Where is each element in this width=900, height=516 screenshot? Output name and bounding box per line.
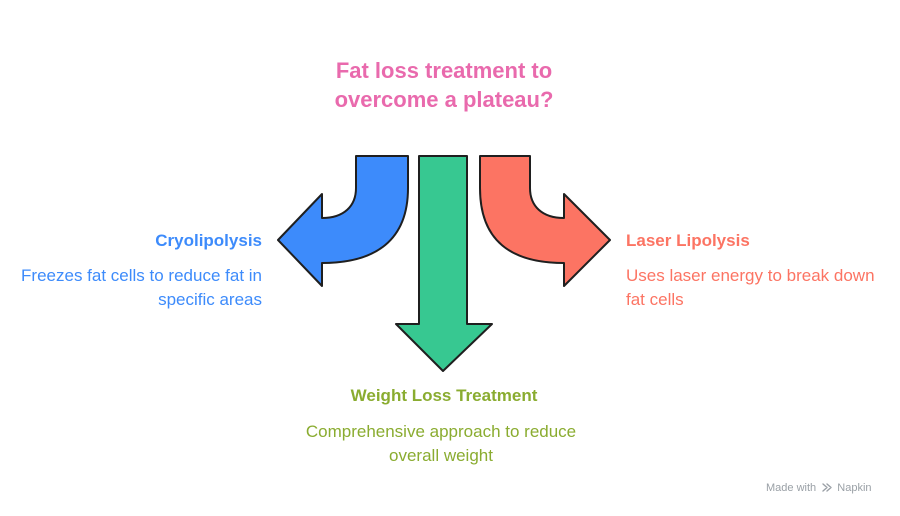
laser-lipolysis-heading: Laser Lipolysis [626, 231, 750, 250]
napkin-logo-icon [822, 483, 832, 492]
diagram-title: Fat loss treatment to overcome a plateau… [334, 58, 554, 112]
laser-lipolysis-description: Uses laser energy to break down fat cell… [626, 266, 875, 309]
cryolipolysis-heading: Cryolipolysis [155, 231, 262, 250]
footer-brand: Napkin [837, 482, 872, 494]
weight-loss-description: Comprehensive approach to reduce overall… [305, 422, 577, 465]
cryolipolysis-description: Freezes fat cells to reduce fat in speci… [21, 266, 262, 309]
footer-prefix: Made with [766, 482, 817, 494]
weight-loss-heading: Weight Loss Treatment [350, 386, 538, 405]
left-curved-arrow [277, 155, 409, 287]
made-with-napkin-footer: Made with Napkin [766, 481, 872, 495]
right-curved-arrow [479, 155, 611, 287]
center-down-arrow [395, 155, 493, 372]
